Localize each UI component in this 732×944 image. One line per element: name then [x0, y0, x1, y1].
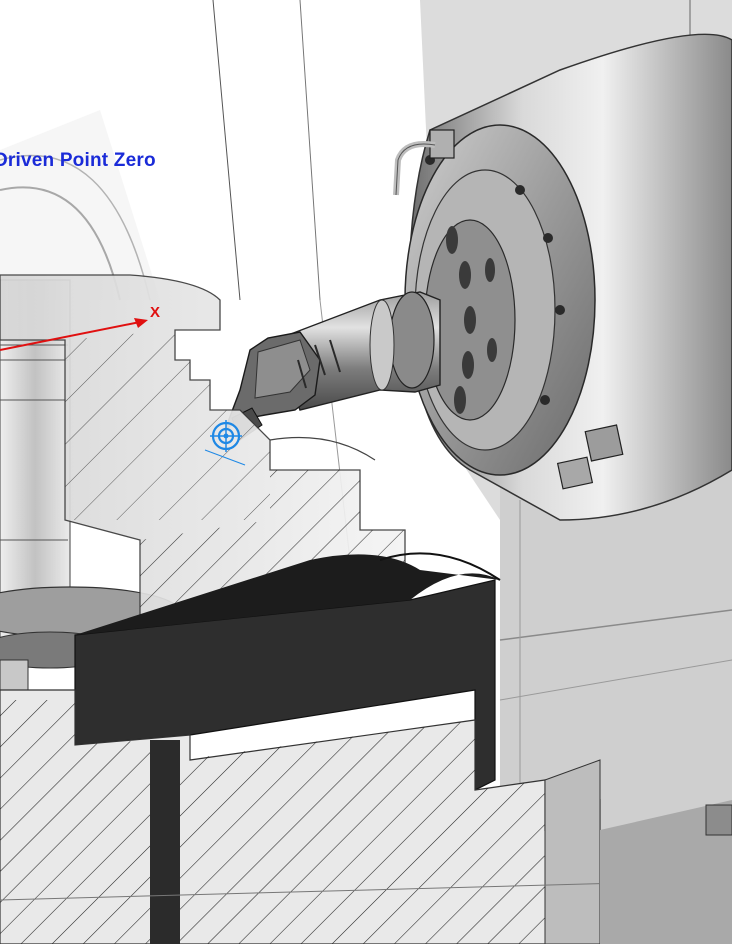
crosshair-target-icon[interactable] — [204, 420, 246, 466]
x-axis-label: X — [150, 304, 161, 321]
driven-point-zero-label: Driven Point Zero — [0, 150, 156, 171]
